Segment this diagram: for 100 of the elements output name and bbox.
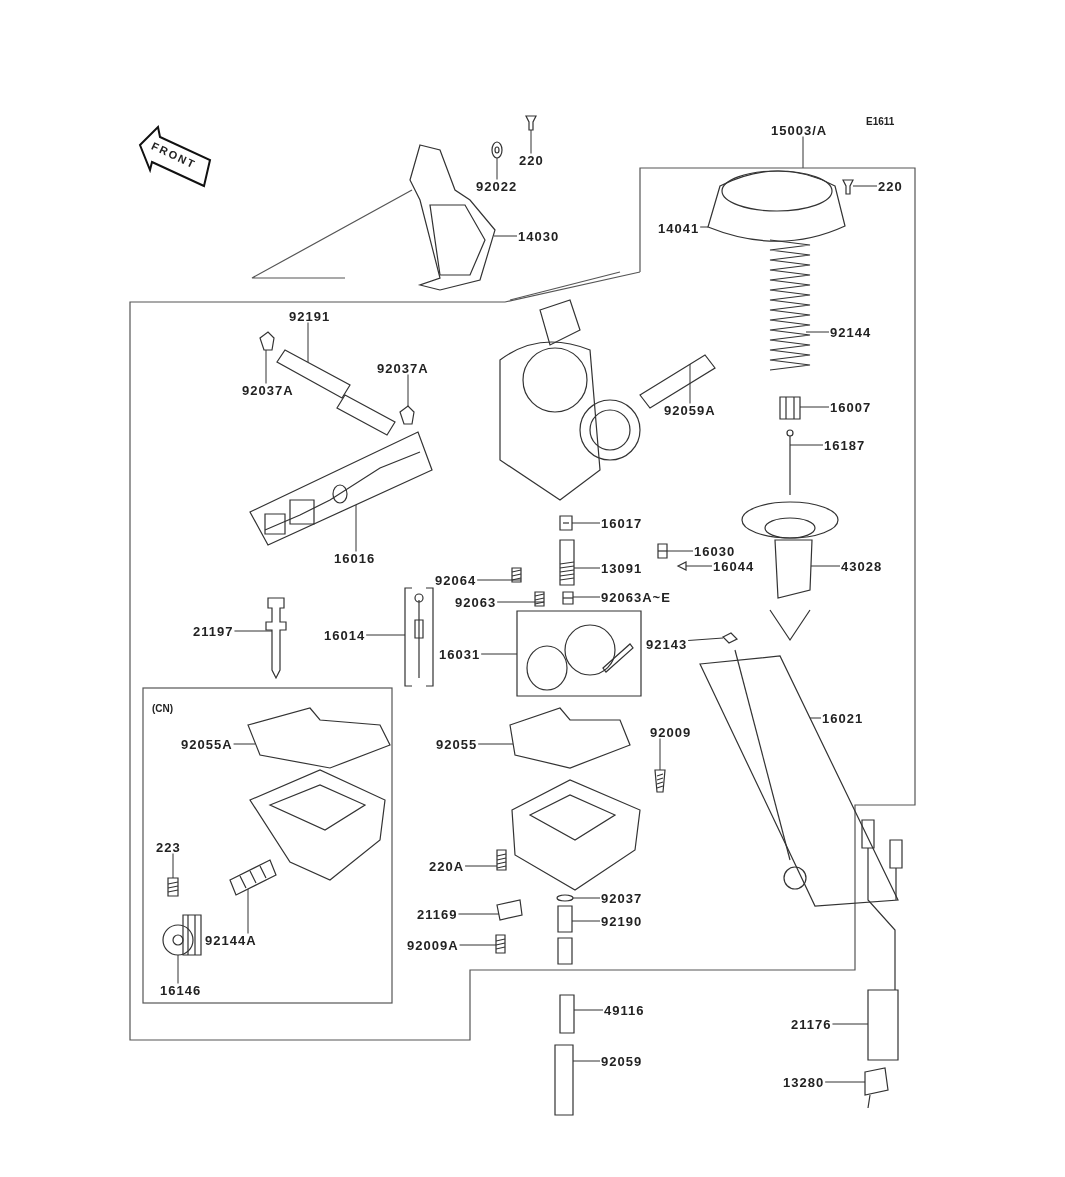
- leader-line: [799, 406, 830, 408]
- leader-line: [172, 853, 174, 879]
- leader-line: [802, 136, 804, 169]
- needle-drawing: [786, 429, 794, 496]
- fitting-drawing: [559, 994, 575, 1034]
- callout-number: 13280: [783, 1075, 825, 1089]
- leader-line: [493, 235, 518, 237]
- callout-number: 16030: [694, 544, 736, 558]
- callout-number: 92022: [476, 179, 518, 193]
- holder-drawing: [779, 396, 801, 420]
- callout-number: 16031: [439, 647, 481, 661]
- bracket-drawing: [496, 899, 523, 921]
- leader-line: [464, 865, 498, 867]
- leader-line: [573, 1009, 604, 1011]
- throttle-kit-drawing: [516, 610, 642, 697]
- callout-number: 92037: [601, 891, 643, 905]
- cap-drawing: [707, 170, 846, 242]
- needle-kit-drawing: [404, 587, 434, 687]
- leader-line: [805, 331, 830, 333]
- leader-line: [685, 565, 713, 567]
- callout-number: 92144: [830, 325, 872, 339]
- jet-drawing: [559, 515, 573, 531]
- callout-number: 92063A~E: [601, 590, 671, 604]
- callout-number: 21176: [791, 1017, 832, 1031]
- jet-drawing: [559, 539, 575, 586]
- frame-outline: [130, 168, 915, 1040]
- leader-line: [265, 349, 267, 384]
- screw-drawing: [525, 115, 537, 131]
- leader-line: [687, 637, 724, 641]
- leader-line: [355, 504, 357, 552]
- callout-number: 92059A: [664, 403, 716, 417]
- gasket-drawing: [509, 707, 631, 769]
- callout-number: 16187: [824, 438, 866, 452]
- callout-number: 92055A: [181, 737, 233, 751]
- figure-code: E1611: [866, 117, 895, 127]
- variant-note: (CN): [152, 704, 174, 714]
- screw-drawing: [167, 877, 179, 897]
- callout-number: 16014: [324, 628, 366, 642]
- leader-line: [496, 601, 545, 603]
- callout-number: 220: [519, 153, 544, 167]
- callout-number: 92009A: [407, 938, 459, 952]
- tube-drawing: [557, 905, 573, 965]
- tube-drawing: [554, 1044, 574, 1116]
- washer-drawing: [556, 894, 574, 902]
- clip-drawing: [722, 632, 738, 644]
- leader-line: [789, 444, 824, 446]
- leader-line: [530, 129, 532, 154]
- callout-number: 92143: [646, 637, 688, 651]
- callout-number: 49116: [604, 1003, 645, 1017]
- fitting-drawing: [265, 597, 287, 680]
- callout-number: 92063: [455, 595, 497, 609]
- callout-number: 14030: [518, 229, 560, 243]
- callout-number: 15003/A: [771, 123, 828, 137]
- leader-line: [476, 579, 522, 581]
- leader-line: [852, 185, 878, 187]
- callout-number: 16021: [822, 711, 864, 725]
- callout-number: 92037A: [377, 361, 429, 375]
- screw-drawing: [495, 934, 506, 954]
- callout-number: 16017: [601, 516, 643, 530]
- jet-drawing: [562, 591, 574, 605]
- screw-drawing: [842, 179, 854, 195]
- callout-number: 16007: [830, 400, 872, 414]
- callout-number: 16146: [160, 983, 202, 997]
- leader-line: [572, 897, 601, 899]
- callout-number: 92144A: [205, 933, 257, 947]
- leader-line: [824, 1081, 866, 1083]
- leader-line: [496, 157, 498, 180]
- wiring-harness-drawing: [861, 819, 903, 1061]
- callout-number: 14041: [658, 221, 700, 235]
- clip-drawing: [259, 331, 275, 351]
- screw-kit-drawing: [249, 431, 433, 546]
- callout-number: 16044: [713, 559, 755, 573]
- leader-line: [831, 1023, 869, 1025]
- callout-number: 92064: [435, 573, 477, 587]
- leader-line: [699, 226, 709, 228]
- leader-line: [365, 634, 406, 636]
- callout-number: 16016: [334, 551, 376, 565]
- plug-drawing: [657, 543, 668, 559]
- callout-number: 92037A: [242, 383, 294, 397]
- callout-number: 13091: [601, 561, 643, 575]
- leader-line: [457, 913, 500, 915]
- screw-drawing: [496, 849, 507, 871]
- leader-line: [573, 567, 601, 569]
- leader-line: [666, 550, 694, 552]
- leader-line: [247, 888, 249, 934]
- callout-number: 43028: [841, 559, 883, 573]
- leader-line: [307, 322, 309, 363]
- leader-line: [407, 374, 409, 407]
- callout-number: 92009: [650, 725, 692, 739]
- leader-line: [477, 743, 514, 745]
- jet-needle-kit-drawing: [699, 649, 899, 907]
- callout-number: 92190: [601, 914, 643, 928]
- clip-drawing: [399, 405, 415, 425]
- callout-number: 92059: [601, 1054, 643, 1068]
- leader-line: [177, 954, 179, 984]
- leader-line: [689, 363, 691, 404]
- leader-line: [459, 944, 497, 946]
- screw-drawing: [654, 769, 666, 793]
- leader-line: [572, 1060, 601, 1062]
- callout-number: 220: [878, 179, 903, 193]
